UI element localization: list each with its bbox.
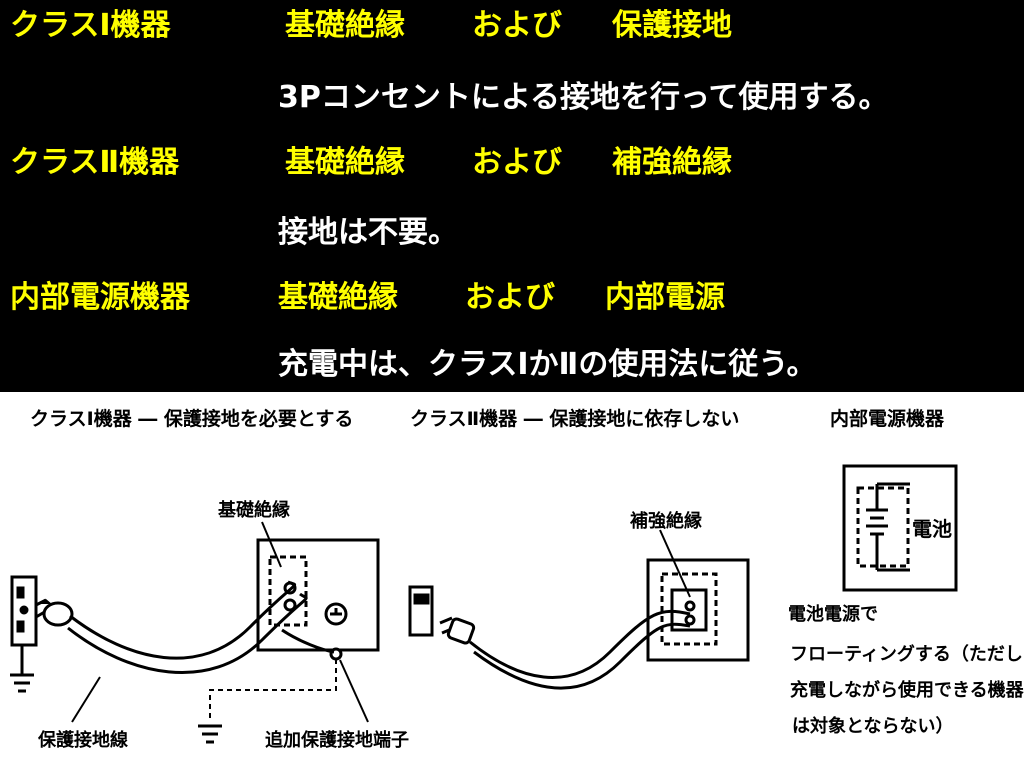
internal-power-part-3: 内部電源 xyxy=(605,280,725,315)
wall-outlet-icon-2 xyxy=(408,585,434,637)
panel2-insulation-label: 補強絶縁 xyxy=(629,510,702,532)
panel1-terminal-label: 追加保護接地端子 xyxy=(265,729,409,751)
cable-class2 xyxy=(469,609,691,690)
plug-icon xyxy=(35,598,74,627)
class-diagram: クラスⅠ機器 ― 保護接地を必要とする xyxy=(0,392,1024,768)
internal-power-part-1: 基礎絶縁 xyxy=(278,280,398,315)
ground-icon xyxy=(10,645,34,693)
ground-icon-2 xyxy=(198,724,222,744)
class2-name: クラスⅡ機器 xyxy=(10,145,180,180)
panel2-title: クラスⅡ機器 ― 保護接地に依存しない xyxy=(410,407,739,430)
summary-panel: クラスⅠ機器 基礎絶縁 および 保護接地 3Pコンセントによる接地を行って使用す… xyxy=(10,8,889,382)
panel1-ground-wire-label: 保護接地線 xyxy=(37,729,128,751)
equipment-box-class2 xyxy=(646,558,750,662)
panel3-note-3: 充電しながら使用できる機器 xyxy=(790,679,1024,701)
class1-part-3: 保護接地 xyxy=(612,8,732,43)
diagram-svg: クラスⅠ機器 ― 保護接地を必要とする xyxy=(10,407,1024,751)
internal-power-name: 内部電源機器 xyxy=(10,280,190,315)
panel3-note-4: は対象とならない） xyxy=(792,715,953,737)
equipment-box-internal xyxy=(842,464,958,592)
internal-power-part-2: および xyxy=(465,280,555,315)
panel1-insulation-label: 基礎絶縁 xyxy=(217,499,290,521)
internal-power-note: 充電中は、クラスⅠかⅡの使用法に従う。 xyxy=(278,347,817,382)
extra-ground-line xyxy=(209,659,337,722)
class1-part-1: 基礎絶縁 xyxy=(285,8,405,43)
class2-part-3: 補強絶縁 xyxy=(612,145,732,180)
class2-note: 接地は不要。 xyxy=(278,215,458,250)
panel3-note-2: フローティングする（ただし xyxy=(790,643,1023,665)
class1-note: 3Pコンセントによる接地を行って使用する。 xyxy=(278,80,889,115)
class2-part-2: および xyxy=(472,145,562,180)
wall-outlet-icon xyxy=(10,575,38,647)
class1-name: クラスⅠ機器 xyxy=(10,8,171,43)
panel3-title: 内部電源機器 xyxy=(830,407,945,430)
class2-part-1: 基礎絶縁 xyxy=(285,145,405,180)
plug-icon-2 xyxy=(439,616,476,645)
battery-icon xyxy=(866,482,910,572)
battery-label: 電池 xyxy=(912,517,952,541)
class1-part-2: および xyxy=(472,8,562,43)
panel1-title: クラスⅠ機器 ― 保護接地を必要とする xyxy=(30,407,353,430)
cable-class1 xyxy=(67,580,308,675)
equipment-box-class1 xyxy=(256,538,380,661)
panel3-note-1: 電池電源で xyxy=(788,603,878,625)
